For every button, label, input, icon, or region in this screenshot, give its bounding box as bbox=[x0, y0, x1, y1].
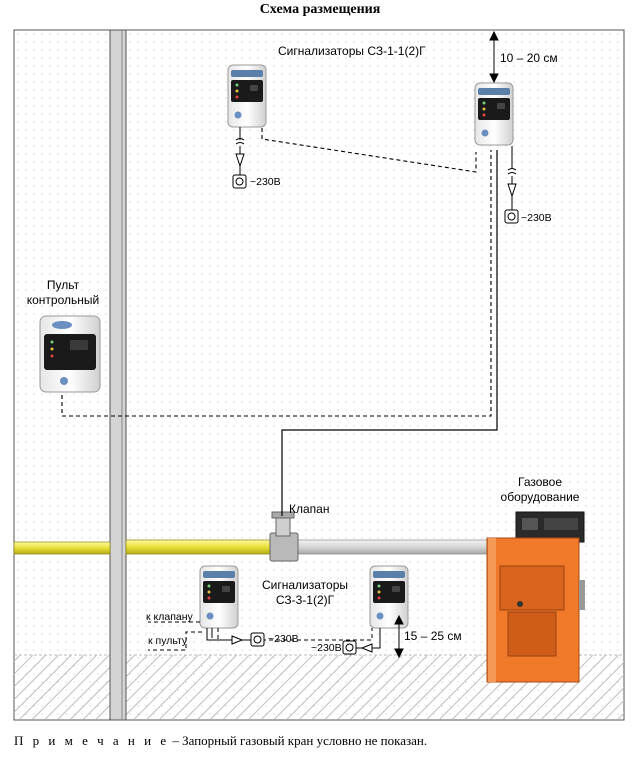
sensor-bottom-right bbox=[369, 565, 409, 629]
power-cord-top-right bbox=[504, 146, 519, 224]
power-label-1: ~230В bbox=[250, 176, 281, 188]
footnote-prefix: П р и м е ч а н и е bbox=[14, 733, 170, 748]
distance-arrow-bottom bbox=[394, 614, 404, 659]
gas-equipment-label-line2: оборудование bbox=[500, 490, 580, 504]
distance-bottom-label: 15 – 25 см bbox=[404, 629, 462, 643]
to-valve-label: к клапану bbox=[146, 611, 193, 623]
power-label-4: ~230В bbox=[311, 642, 342, 654]
power-cord-top-left bbox=[232, 127, 247, 189]
power-label-2: ~230В bbox=[521, 212, 552, 224]
diagram-title: Схема размещения bbox=[259, 2, 381, 17]
gas-equipment-label: Газовое оборудование bbox=[480, 475, 600, 505]
control-panel-label-line2: контрольный bbox=[26, 293, 100, 307]
gas-pipe-yellow bbox=[125, 539, 282, 555]
gas-pipe-gray bbox=[295, 539, 489, 555]
bottom-wiring bbox=[148, 621, 381, 655]
gas-pipe-left bbox=[13, 541, 111, 555]
valve-label: Клапан bbox=[289, 502, 330, 516]
control-panel-label: Пульт контрольный bbox=[18, 278, 108, 308]
sensor-top-left bbox=[227, 64, 267, 128]
control-panel-label-line1: Пульт bbox=[46, 278, 80, 292]
to-panel-label: к пульту bbox=[148, 635, 188, 647]
sensor-top-right bbox=[474, 82, 514, 146]
sensors-top-label: Сигнализаторы СЗ-1-1(2)Г bbox=[278, 44, 426, 58]
sensor-bottom-left bbox=[199, 565, 239, 629]
sensors-bottom-label: Сигнализаторы СЗ-3-1(2)Г bbox=[245, 578, 365, 608]
distance-top-label: 10 – 20 см bbox=[500, 51, 558, 65]
wall bbox=[109, 29, 127, 721]
sensors-bottom-label-line1: Сигнализаторы bbox=[262, 578, 348, 592]
gas-equipment-label-line1: Газовое bbox=[518, 475, 562, 489]
distance-arrow-top bbox=[489, 30, 499, 84]
gas-boiler bbox=[486, 511, 585, 683]
power-label-3: ~230В bbox=[268, 633, 299, 645]
footnote: П р и м е ч а н и е – Запорный газовый к… bbox=[14, 733, 427, 749]
control-panel-device bbox=[39, 315, 101, 393]
link-sensor-valve bbox=[281, 150, 498, 516]
link-panel-sensor bbox=[61, 150, 492, 417]
footnote-text: – Запорный газовый кран условно не показ… bbox=[169, 733, 428, 748]
link-top-sensors bbox=[261, 128, 477, 173]
sensors-bottom-label-line2: СЗ-3-1(2)Г bbox=[275, 593, 335, 607]
valve bbox=[269, 511, 299, 562]
